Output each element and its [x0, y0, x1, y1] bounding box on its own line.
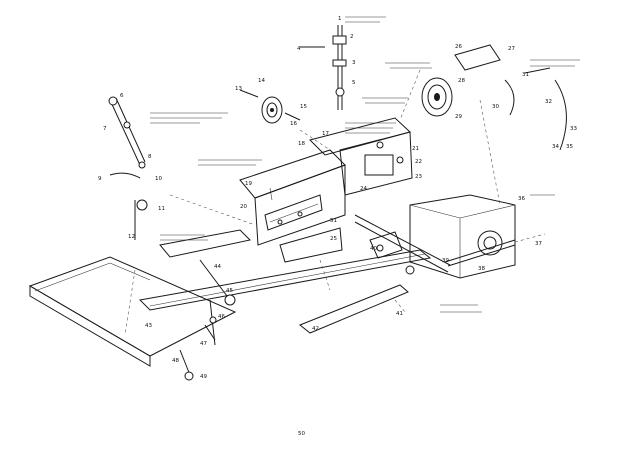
part-number: 14 — [258, 78, 265, 84]
center-plate-assembly — [239, 149, 346, 263]
part-number: 18 — [298, 141, 305, 147]
part-number: 2 — [350, 34, 354, 40]
main-rail — [138, 214, 451, 334]
part-number: 25 — [330, 236, 337, 242]
part-number: 28 — [458, 78, 465, 84]
part-number: 50 — [298, 431, 305, 437]
part-number: 38 — [478, 266, 485, 272]
left-lever — [108, 96, 148, 240]
part-number: 26 — [455, 44, 462, 50]
part-number: 47 — [200, 341, 207, 347]
part-number: 3 — [352, 60, 356, 66]
part-number: 45 — [226, 288, 233, 294]
base-frame — [28, 256, 237, 367]
part-number: 5 — [352, 80, 356, 86]
part-number: 24 — [360, 186, 367, 192]
part-number: 21 — [412, 146, 419, 152]
part-number-labels: 1 2 3 4 5 6 7 8 9 10 11 12 13 14 15 16 1… — [98, 16, 577, 437]
part-number: 49 — [200, 374, 207, 380]
part-number: 31 — [522, 72, 529, 78]
part-number: 27 — [508, 46, 515, 52]
part-number: 15 — [300, 104, 307, 110]
part-number: 46 — [218, 314, 225, 320]
part-number: 4 — [297, 46, 301, 52]
part-number: 51 — [330, 218, 337, 224]
part-number: 29 — [455, 114, 462, 120]
leader-lines — [124, 69, 501, 336]
part-number: 40 — [370, 246, 377, 252]
part-number: 34 — [552, 144, 559, 150]
right-gear-housing — [409, 194, 546, 279]
part-number: 13 — [235, 86, 242, 92]
part-number: 48 — [172, 358, 179, 364]
part-number: 17 — [322, 131, 329, 137]
part-number: 35 — [566, 144, 573, 150]
upper-bracket — [309, 117, 413, 196]
part-number: 7 — [103, 126, 107, 132]
part-number: 6 — [120, 93, 124, 99]
part-number: 32 — [545, 99, 552, 105]
part-number: 9 — [98, 176, 102, 182]
part-number: 1 — [338, 16, 342, 22]
part-number: 44 — [214, 264, 221, 270]
rail-joint — [369, 231, 415, 275]
part-number: 33 — [570, 126, 577, 132]
part-number: 8 — [148, 154, 152, 160]
part-number: 39 — [442, 258, 449, 264]
part-number: 41 — [396, 311, 403, 317]
part-number: 12 — [128, 234, 135, 240]
part-number: 42 — [312, 326, 319, 332]
caption-marks — [150, 16, 580, 313]
top-right-pulley — [421, 44, 567, 151]
part-number: 36 — [518, 196, 525, 202]
part-number: 11 — [158, 206, 165, 212]
part-number: 16 — [290, 121, 297, 127]
part-number: 37 — [535, 241, 542, 247]
part-number: 22 — [415, 159, 422, 165]
left-pulley — [239, 89, 301, 124]
part-number: 43 — [145, 323, 152, 329]
part-number: 10 — [155, 176, 162, 182]
part-number: 30 — [492, 104, 499, 110]
top-spindle — [300, 25, 347, 110]
part-number: 20 — [240, 204, 247, 210]
part-number: 23 — [415, 174, 422, 180]
part-number: 19 — [245, 181, 252, 187]
lower-left-linkage — [159, 229, 252, 381]
